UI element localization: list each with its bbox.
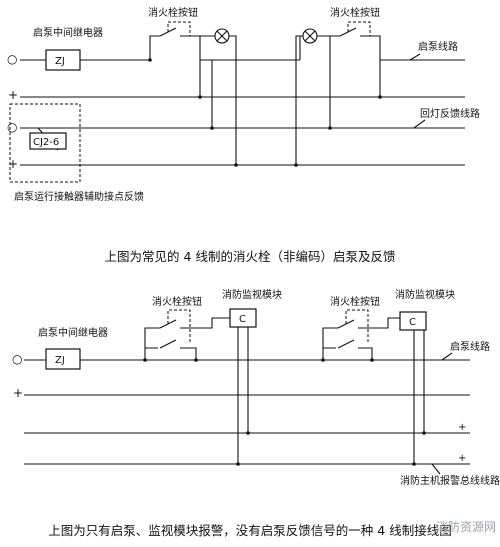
d2-button-label-1: 消火栓按钮 — [152, 295, 202, 308]
dot — [194, 358, 198, 362]
d2-term-5: + — [458, 422, 466, 433]
d2-relay-label: 启泵中间继电器 — [38, 326, 108, 339]
d2-button-label-2: 消火栓按钮 — [330, 295, 380, 308]
terminal-4: + — [8, 157, 18, 171]
dot — [143, 358, 147, 362]
d2-term-6: + — [458, 453, 466, 464]
dot — [370, 358, 374, 362]
watermark: 消防资源网 — [435, 520, 496, 534]
dot — [198, 95, 202, 99]
contactor-frame — [9, 103, 81, 183]
lamp-1-leads — [200, 35, 237, 165]
d2-pump-arrow — [441, 352, 453, 361]
pump-line-arrow — [409, 53, 426, 129]
button-1-actuator — [167, 21, 191, 36]
dot — [422, 431, 426, 435]
dot — [378, 95, 382, 99]
d2-module-2-text: C — [409, 317, 416, 328]
contactor-box — [29, 132, 67, 150]
d2-relay-text: ZJ — [55, 355, 65, 366]
d2-relay-box — [45, 348, 81, 370]
d2-button-2-actuator — [345, 309, 369, 344]
dot — [236, 462, 240, 466]
d2-module-1-leads — [237, 327, 249, 464]
diagram-2: ○ + ZJ 启泵中间继电器 消火栓按钮 消防监视模块 C 消火栓按钮 消防监视… — [12, 288, 500, 487]
d2-module-1-text: C — [239, 314, 246, 325]
button-2-feed — [299, 36, 381, 128]
terminal-1: ○ — [7, 52, 17, 66]
d2-button-1-actuator — [167, 309, 191, 344]
terminal-2: + — [8, 88, 18, 102]
diagram-1: ○ + ○ + ZJ 启泵中间继电器 消火栓按钮 消火栓按钮 启泵线路 回灯反馈… — [7, 6, 480, 203]
dot — [321, 358, 325, 362]
button-label-1: 消火栓按钮 — [148, 6, 198, 19]
button-2-actuator — [347, 21, 371, 36]
d2-terminal-1: ○ — [12, 352, 22, 366]
d2-module-2 — [399, 311, 427, 331]
d2-module-label-2: 消防监视模块 — [395, 288, 455, 301]
terminal-3: ○ — [7, 120, 17, 134]
d2-pump-line-label: 启泵线路 — [450, 340, 490, 353]
lamp-2-leads — [295, 35, 330, 165]
d2-module-1 — [229, 308, 257, 328]
dot — [234, 163, 238, 167]
relay-zj-box — [45, 49, 81, 71]
dot — [246, 431, 250, 435]
dot — [328, 126, 332, 130]
contactor-text: CJ2-6 — [33, 137, 59, 148]
dot — [148, 58, 152, 62]
pump-line-label: 启泵线路 — [418, 40, 458, 53]
button-label-2: 消火栓按钮 — [330, 6, 380, 19]
caption-2: 上图为只有启泵、监视模块报警，没有启泵反馈信号的一种 4 线制接线图 — [48, 523, 452, 538]
relay-label: 启泵中间继电器 — [33, 26, 103, 39]
relay-zj-text: ZJ — [55, 56, 65, 67]
d2-terminal-2: + — [13, 386, 23, 400]
button-1-switch — [149, 27, 201, 60]
contactor-label: 启泵运行接触器辅助接点反馈 — [14, 190, 144, 203]
d2-host-line-label: 消防主机报警总线线路 — [400, 474, 500, 487]
dot — [294, 163, 298, 167]
d2-module-2-leads — [413, 330, 425, 464]
button-2-switch — [330, 27, 381, 60]
d2-button-1 — [144, 317, 230, 360]
dot — [412, 462, 416, 466]
lamp-1-cross — [216, 30, 228, 42]
d2-host-arrow — [431, 463, 441, 475]
dot — [210, 126, 214, 130]
lamp-2-cross — [304, 30, 316, 42]
feedback-line-label: 回灯反馈线路 — [420, 107, 480, 120]
d2-module-label-1: 消防监视模块 — [222, 288, 282, 301]
d2-button-2 — [322, 317, 400, 360]
caption-1: 上图为常见的 4 线制的消火栓（非编码）启泵及反馈 — [104, 249, 396, 264]
